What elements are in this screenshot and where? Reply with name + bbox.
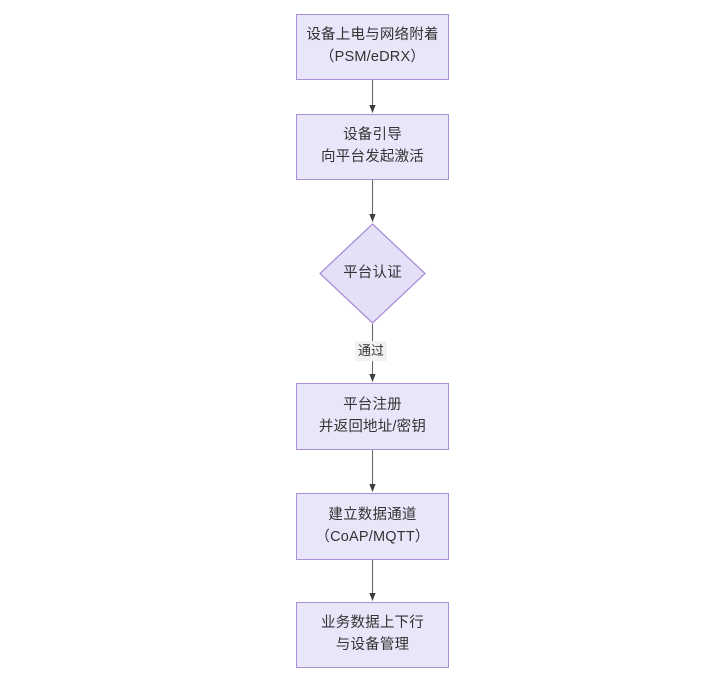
node-business-data-and-device-management[interactable]: 业务数据上下行 与设备管理 <box>296 602 449 668</box>
node-label: 建立数据通道 （CoAP/MQTT） <box>315 506 430 545</box>
node-platform-registration[interactable]: 平台注册 并返回地址/密钥 <box>296 383 449 450</box>
node-platform-authentication[interactable]: 平台认证 <box>319 223 426 324</box>
edge-label-pass: 通过 <box>355 341 388 361</box>
node-device-power-on[interactable]: 设备上电与网络附着 （PSM/eDRX） <box>296 14 449 80</box>
node-label: 平台认证 <box>343 264 402 281</box>
node-device-bootstrap[interactable]: 设备引导 向平台发起激活 <box>296 114 449 180</box>
node-label: 业务数据上下行 与设备管理 <box>321 615 424 653</box>
node-label: 设备引导 向平台发起激活 <box>321 127 424 165</box>
node-label: 设备上电与网络附着 （PSM/eDRX） <box>306 27 439 65</box>
node-label: 平台注册 并返回地址/密钥 <box>318 396 427 435</box>
node-establish-data-channel[interactable]: 建立数据通道 （CoAP/MQTT） <box>296 493 449 560</box>
diamond-shape <box>319 223 426 324</box>
